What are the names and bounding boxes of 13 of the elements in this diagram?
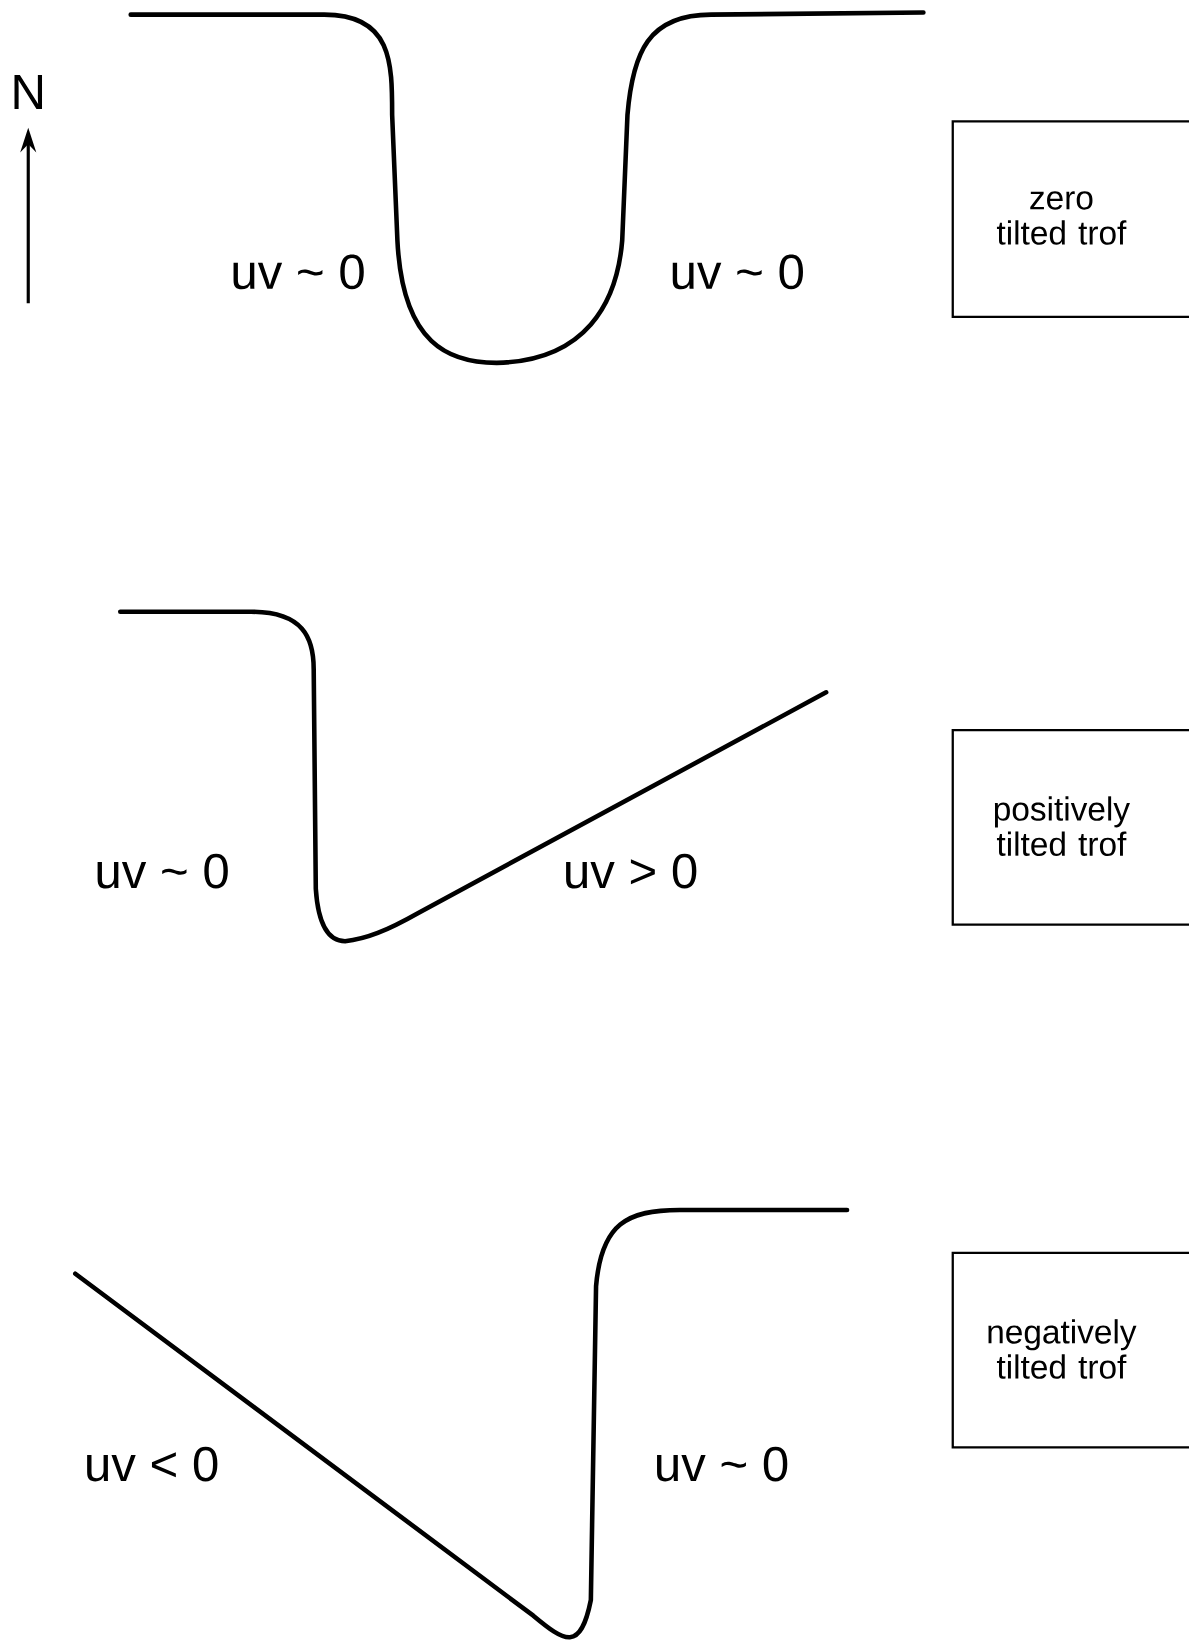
wind-label: uv > 0 xyxy=(566,853,697,889)
label-box xyxy=(951,120,1189,319)
wind-label: uv ~ 0 xyxy=(657,1446,788,1482)
box-label: zero tilted trof xyxy=(996,191,1127,245)
wind-label: uv ~ 0 xyxy=(672,254,803,290)
wind-label: uv ~ 0 xyxy=(97,853,228,889)
north-label: N xyxy=(14,75,42,109)
box-label: positively tilted trof xyxy=(994,796,1130,856)
wind-label: uv < 0 xyxy=(87,1446,218,1482)
label-box xyxy=(951,728,1189,926)
label-box xyxy=(951,1251,1189,1449)
wind-label: uv ~ 0 xyxy=(233,254,364,290)
box-label: negatively tilted trof xyxy=(988,1319,1137,1379)
